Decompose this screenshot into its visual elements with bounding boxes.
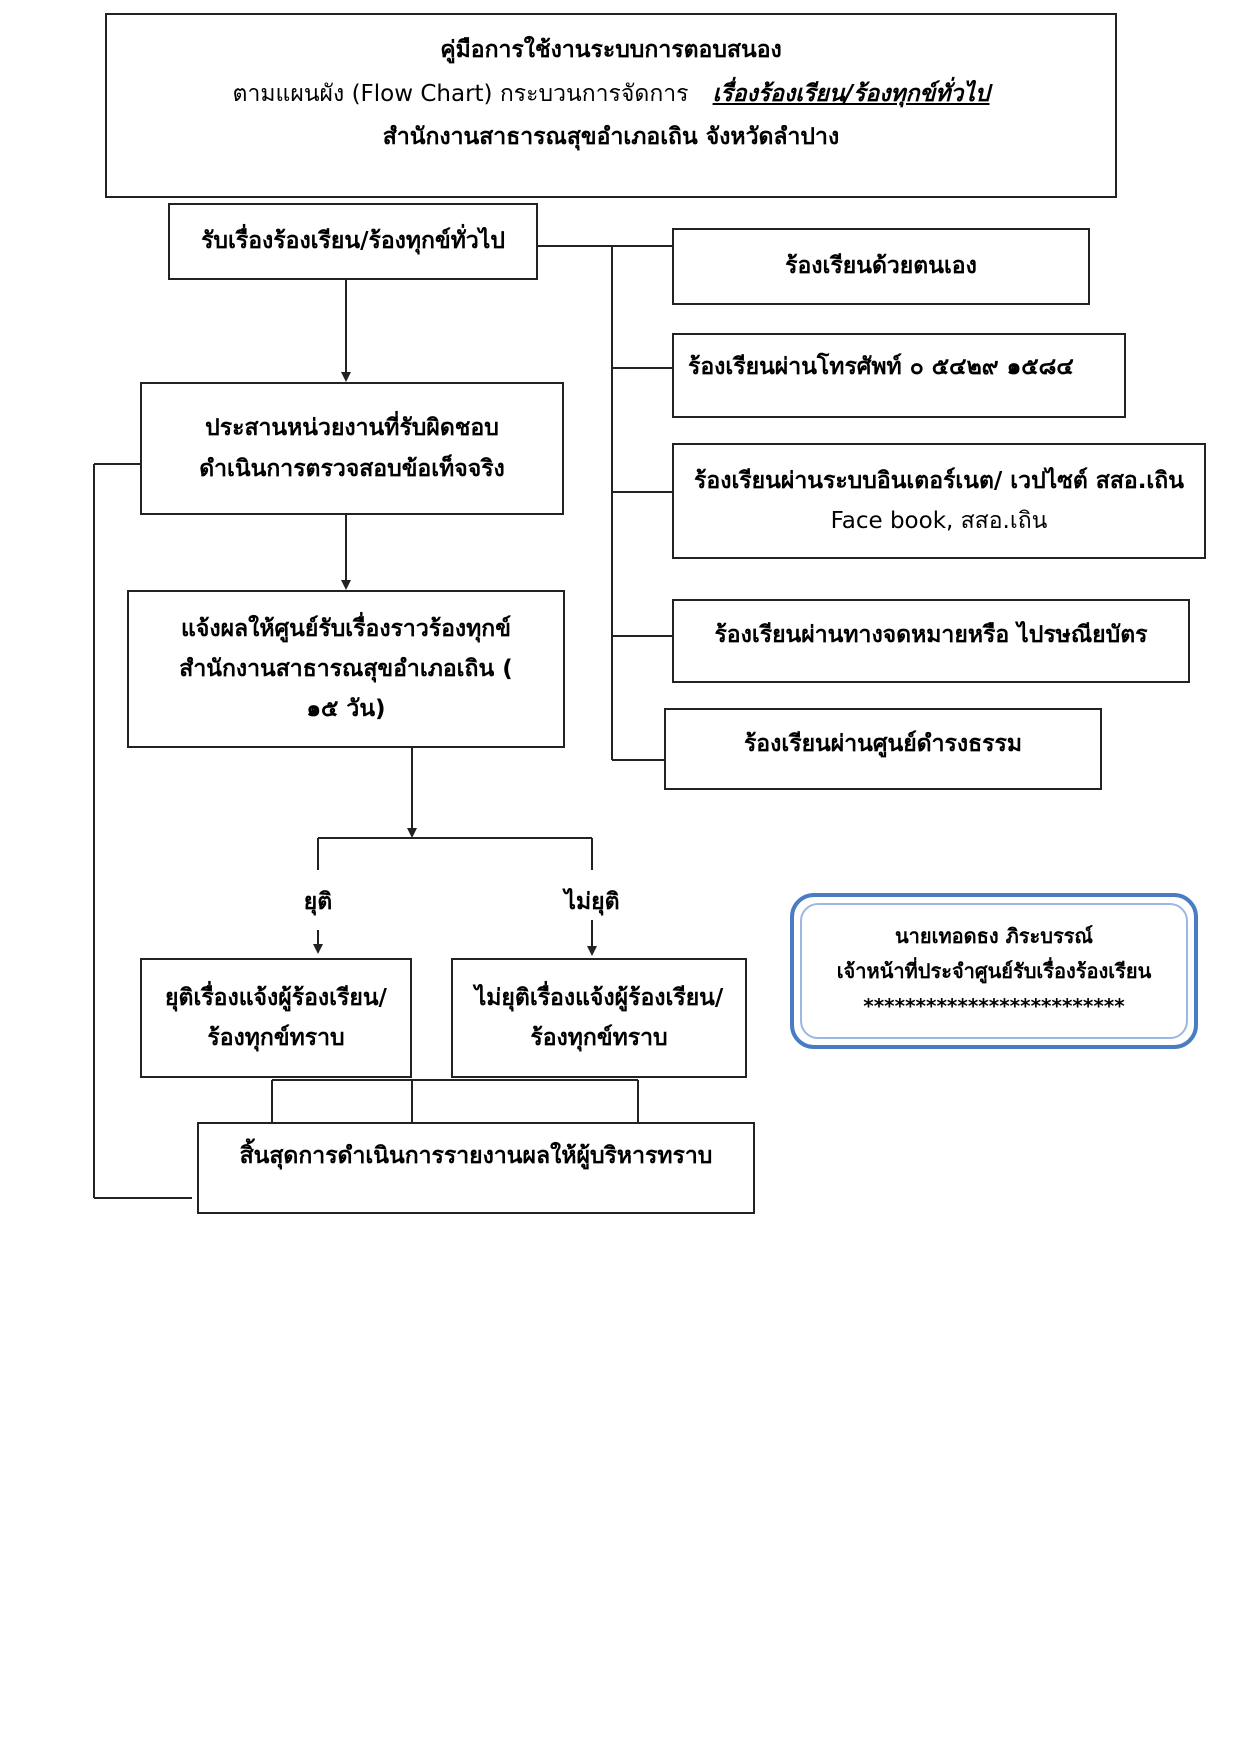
channel-damrongdham-box: ร้องเรียนผ่านศูนย์ดำรงธรรม xyxy=(664,708,1102,790)
header-subtitle-prefix: ตามแผนผัง (Flow Chart) กระบวนการจัดการ xyxy=(232,80,689,107)
contact-position: เจ้าหน้าที่ประจำศูนย์รับเรื่องร้องเรียน xyxy=(836,958,1152,983)
channel-phone-box: ร้องเรียนผ่านโทรศัพท์ ๐ ๕๔๒๙ ๑๕๘๔ xyxy=(672,333,1126,418)
contact-name: นายเทอดธง ภิระบรรณ์ xyxy=(895,923,1093,948)
label-unresolved: ไม่ยุติ xyxy=(564,889,620,915)
channel-self-label: ร้องเรียนด้วยตนเอง xyxy=(785,253,977,280)
contact-note-inner: นายเทอดธง ภิระบรรณ์ เจ้าหน้าที่ประจำศูนย… xyxy=(800,903,1188,1039)
receive-box: รับเรื่องร้องเรียน/ร้องทุกข์ทั่วไป xyxy=(168,203,538,280)
notify-line2: สำนักงานสาธารณสุขอำเภอเถิน ( xyxy=(179,655,513,682)
header-subtitle: ตามแผนผัง (Flow Chart) กระบวนการจัดการ เ… xyxy=(233,73,990,117)
header-box: คู่มือการใช้งานระบบการตอบสนอง ตามแผนผัง … xyxy=(105,13,1117,198)
receive-label: รับเรื่องร้องเรียน/ร้องทุกข์ทั่วไป xyxy=(201,228,505,255)
unresolved-line2: ร้องทุกข์ทราบ xyxy=(530,1025,668,1051)
label-resolved: ยุติ xyxy=(303,889,333,915)
channel-damrongdham-label: ร้องเรียนผ่านศูนย์ดำรงธรรม xyxy=(743,731,1023,757)
end-box: สิ้นสุดการดำเนินการรายงานผลให้ผู้บริหารท… xyxy=(197,1122,755,1214)
channel-internet-line1: ร้องเรียนผ่านระบบอินเตอร์เนต/ เวปไซต์ สส… xyxy=(694,467,1184,494)
contact-stars: ************************* xyxy=(863,993,1125,1018)
resolved-line1: ยุติเรื่องแจ้งผู้ร้องเรียน/ xyxy=(165,984,387,1011)
contact-note: นายเทอดธง ภิระบรรณ์ เจ้าหน้าที่ประจำศูนย… xyxy=(790,893,1198,1049)
resolved-line2: ร้องทุกข์ทราบ xyxy=(207,1025,345,1051)
coordinate-line2: ดำเนินการตรวจสอบข้อเท็จจริง xyxy=(199,455,505,482)
channel-internet-box: ร้องเรียนผ่านระบบอินเตอร์เนต/ เวปไซต์ สส… xyxy=(672,443,1206,559)
coordinate-box: ประสานหน่วยงานที่รับผิดชอบ ดำเนินการตรวจ… xyxy=(140,382,564,515)
resolved-box: ยุติเรื่องแจ้งผู้ร้องเรียน/ ร้องทุกข์ทรา… xyxy=(140,958,412,1078)
header-title: คู่มือการใช้งานระบบการตอบสนอง xyxy=(440,37,782,63)
notify-box: แจ้งผลให้ศูนย์รับเรื่องราวร้องทุกข์ สำนั… xyxy=(127,590,565,748)
channel-mail-box: ร้องเรียนผ่านทางจดหมายหรือ ไปรษณียบัตร xyxy=(672,599,1190,683)
unresolved-box: ไม่ยุติเรื่องแจ้งผู้ร้องเรียน/ ร้องทุกข์… xyxy=(451,958,747,1078)
notify-line3: ๑๕ วัน) xyxy=(306,696,386,723)
unresolved-line1: ไม่ยุติเรื่องแจ้งผู้ร้องเรียน/ xyxy=(474,984,724,1011)
channel-self-box: ร้องเรียนด้วยตนเอง xyxy=(672,228,1090,305)
coordinate-line1: ประสานหน่วยงานที่รับผิดชอบ xyxy=(205,415,499,442)
header-organization: สำนักงานสาธารณสุขอำเภอเถิน จังหวัดลำปาง xyxy=(382,124,840,151)
channel-internet-line2: Face book, สสอ.เถิน xyxy=(830,508,1048,534)
end-label: สิ้นสุดการดำเนินการรายงานผลให้ผู้บริหารท… xyxy=(239,1143,713,1169)
header-subtitle-emphasis: เรื่องร้องเรียน/ร้องทุกข์ทั่วไป xyxy=(712,80,990,107)
channel-phone-label: ร้องเรียนผ่านโทรศัพท์ ๐ ๕๔๒๙ ๑๕๘๔ xyxy=(688,354,1074,380)
notify-line1: แจ้งผลให้ศูนย์รับเรื่องราวร้องทุกข์ xyxy=(181,615,511,642)
channel-mail-label: ร้องเรียนผ่านทางจดหมายหรือ ไปรษณียบัตร xyxy=(714,622,1148,648)
